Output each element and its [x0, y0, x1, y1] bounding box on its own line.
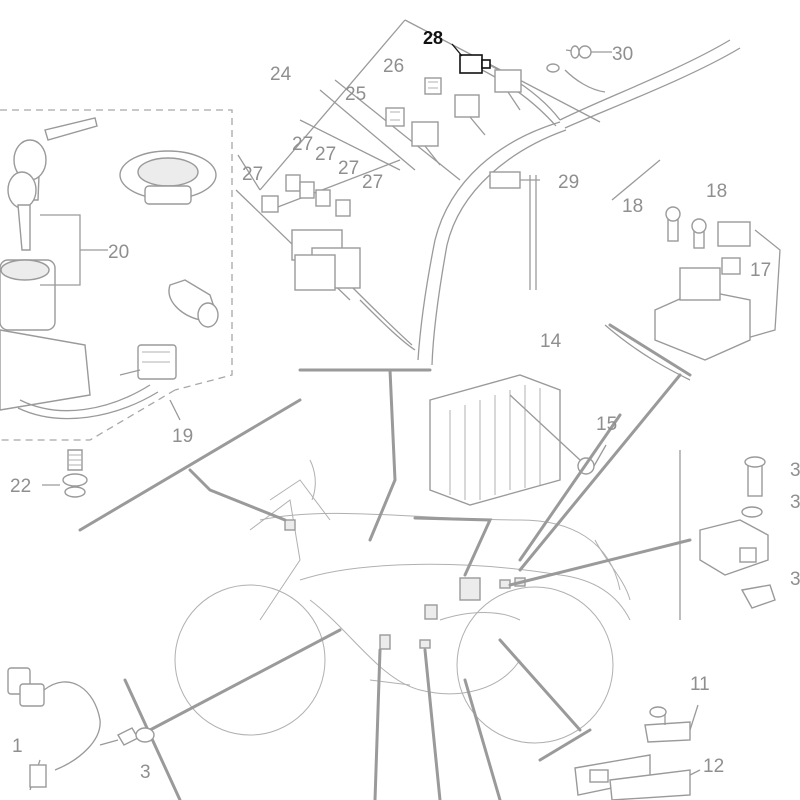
- callout-lines: [78, 323, 692, 800]
- callout-3-r3: 3: [790, 569, 800, 590]
- callout-30: 30: [612, 44, 633, 65]
- connector-29[interactable]: [489, 171, 540, 290]
- starter-relay-group: [604, 159, 781, 381]
- callout-19: 19: [172, 426, 193, 447]
- callout-15: 15: [596, 414, 617, 435]
- group-24-bracket: [235, 19, 601, 301]
- connector-block-b: [454, 94, 486, 136]
- callout-17: 17: [750, 260, 771, 281]
- callout-22: 22: [10, 476, 31, 497]
- terminal-3[interactable]: [99, 727, 155, 746]
- rectifier-regulator-14[interactable]: [429, 374, 581, 506]
- callout-3-r2: 3: [790, 492, 800, 513]
- fuse-box: [269, 119, 401, 291]
- connector-block-a: [494, 69, 522, 111]
- right-side-parts: [679, 450, 776, 620]
- callout-14: 14: [540, 331, 562, 352]
- callout-3-r1: 3: [790, 460, 800, 481]
- callout-24: 24: [270, 64, 292, 85]
- connector-block-c: [411, 121, 441, 166]
- callout-28: 28: [423, 28, 443, 48]
- connector-26[interactable]: [424, 77, 442, 95]
- connector-25[interactable]: [385, 107, 405, 127]
- connector-28[interactable]: [451, 43, 491, 74]
- callout-3: 3: [140, 762, 151, 783]
- callout-27-d: 27: [338, 158, 359, 179]
- coupler-19[interactable]: [119, 344, 181, 421]
- callout-1: 1: [12, 736, 23, 757]
- sensor-1[interactable]: [7, 667, 101, 791]
- callout-27-b: 27: [315, 144, 336, 165]
- callout-27-c: 27: [242, 164, 263, 185]
- ignition-group: [0, 109, 233, 441]
- callout-11: 11: [690, 674, 710, 695]
- callout-18-a: 18: [622, 196, 643, 217]
- fuse-27[interactable]: [261, 174, 351, 217]
- bracket-11[interactable]: [644, 704, 699, 743]
- callout-27-e: 27: [362, 172, 383, 193]
- callout-29: 29: [558, 172, 579, 193]
- bolt-22[interactable]: [42, 449, 88, 498]
- callout-27-a: 27: [292, 134, 313, 155]
- callout-18-b: 18: [706, 181, 727, 202]
- callout-20: 20: [108, 242, 129, 263]
- callout-12: 12: [703, 756, 724, 777]
- callout-26: 26: [383, 56, 404, 77]
- screw-30[interactable]: [565, 45, 612, 59]
- holder-12[interactable]: [574, 754, 701, 800]
- callout-25: 25: [345, 84, 366, 105]
